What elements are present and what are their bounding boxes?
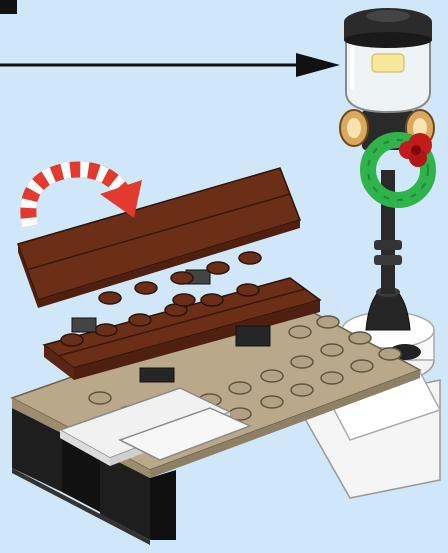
step-marker <box>0 0 17 14</box>
lamp-post <box>340 8 434 382</box>
pointer-arrow-icon <box>0 53 340 77</box>
